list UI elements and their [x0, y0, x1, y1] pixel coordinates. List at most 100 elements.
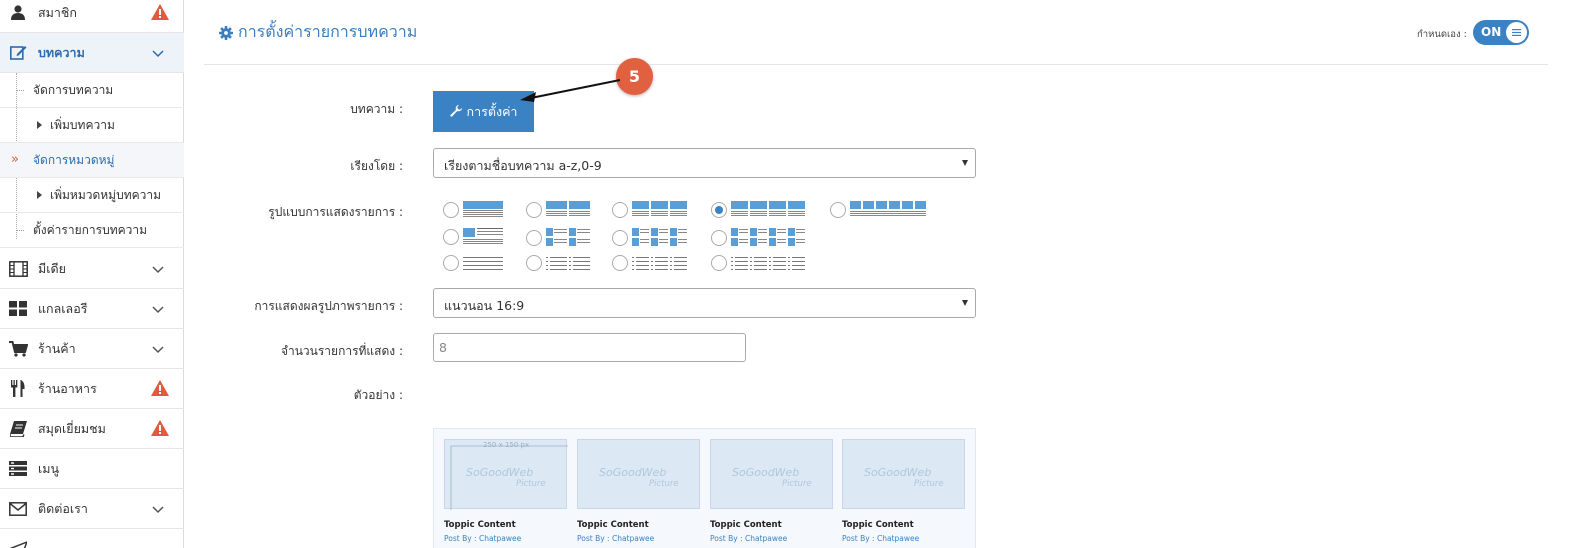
- sort-select-value: เรียงตามชื่อบทความ a-z,0-9: [444, 158, 602, 173]
- layout-option-text-list-2[interactable]: [526, 255, 590, 271]
- sidebar-item-label: ติดต่อเรา: [38, 500, 88, 516]
- page-title-text: การตั้งค่ารายการบทความ: [238, 22, 418, 41]
- step-badge: 5: [616, 58, 653, 95]
- warning-icon: [151, 380, 169, 396]
- preview-card-title: Toppic Content: [710, 520, 782, 530]
- edit-icon: [8, 43, 28, 63]
- sidebar-item-contact[interactable]: ติดต่อเรา: [0, 489, 184, 529]
- layout-text-list-3-icon: [632, 256, 687, 270]
- layout-option-grid-4-thumb[interactable]: [711, 228, 805, 247]
- sidebar-item-label: บทความ: [38, 44, 85, 60]
- layout-option-text-list-4[interactable]: [711, 255, 805, 271]
- layout-grid-4-icon: [731, 201, 805, 216]
- watermark-sub: Picture: [516, 479, 546, 489]
- image-display-select[interactable]: แนวนอน 16:9: [433, 288, 976, 318]
- layout-option-text-list[interactable]: [443, 255, 503, 271]
- preview-panel: 250 x 150 px SoGoodWeb Picture Toppic Co…: [433, 428, 976, 548]
- layout-radio-selected: [711, 201, 727, 218]
- preview-label: ตัวอย่าง :: [353, 388, 403, 402]
- sort-label: เรียงโดย :: [350, 159, 403, 173]
- layout-option-grid-2[interactable]: [526, 201, 590, 218]
- sidebar-item-media[interactable]: มีเดีย: [0, 249, 184, 289]
- sidebar-item-menu[interactable]: เมนู: [0, 449, 184, 489]
- layout-option-grid-2-thumb[interactable]: [526, 228, 590, 247]
- sidebar-item-restaurant[interactable]: ร้านอาหาร: [0, 369, 184, 409]
- watermark-sub: Picture: [914, 479, 944, 489]
- toggle-knob: [1506, 22, 1527, 43]
- watermark: SoGoodWeb: [732, 466, 800, 479]
- layout-grid-2-icon: [546, 201, 590, 216]
- preview-card-title: Toppic Content: [444, 520, 516, 530]
- utensils-icon: [8, 379, 28, 399]
- watermark-sub: Picture: [649, 479, 679, 489]
- layout-option-text-list-3[interactable]: [612, 255, 688, 271]
- preview-thumbnail: SoGoodWeb Picture: [710, 439, 833, 509]
- sidebar-sub-label: เพิ่มหมวดหมู่บทความ: [50, 187, 162, 202]
- settings-button-label: การตั้งค่า: [466, 104, 518, 119]
- preview-card-title: Toppic Content: [577, 520, 649, 530]
- sidebar-sub-manage-articles[interactable]: จัดการบทความ: [0, 73, 184, 108]
- layout-grid-2-thumb-icon: [546, 228, 590, 246]
- layout-option-grid-3-thumb[interactable]: [612, 228, 688, 247]
- preview-thumbnail: SoGoodWeb Picture: [842, 439, 965, 509]
- preview-card-author: Post By : Chatpawee: [444, 534, 522, 543]
- chevron-down-icon: [152, 343, 164, 354]
- warning-icon: [151, 4, 169, 20]
- film-icon: [8, 259, 28, 279]
- header-divider: [204, 64, 1548, 65]
- caret-right-icon: [37, 191, 42, 199]
- dropdown-arrow-icon: [962, 300, 968, 306]
- preview-card-author: Post By : Chatpawee: [710, 534, 788, 543]
- sidebar-item-label: ร้านค้า: [38, 340, 76, 356]
- chevron-down-icon: [152, 263, 164, 274]
- layout-label: รูปแบบการแสดงรายการ :: [268, 205, 403, 219]
- settings-button[interactable]: การตั้งค่า: [433, 91, 534, 132]
- layout-list-icon: [463, 201, 503, 217]
- sidebar-item-label: สมาชิก: [38, 4, 77, 20]
- item-count-input[interactable]: [433, 333, 746, 362]
- layout-grid-3-icon: [632, 201, 687, 216]
- sidebar-sub-label: ตั้งค่ารายการบทความ: [33, 222, 148, 237]
- sidebar-item-label: ร้านอาหาร: [38, 380, 97, 396]
- chevron-down-icon: [152, 503, 164, 514]
- sidebar-sub-add-category[interactable]: เพิ่มหมวดหมู่บทความ: [0, 178, 184, 213]
- sidebar-sub-add-article[interactable]: เพิ่มบทความ: [0, 108, 184, 143]
- preview-card: SoGoodWeb Picture Toppic Content Post By…: [710, 439, 833, 543]
- layout-option-list-thumb[interactable]: [443, 228, 503, 245]
- sidebar-item-label: สมุดเยี่ยมชม: [38, 420, 106, 436]
- sidebar-item-members[interactable]: สมาชิก: [0, 0, 184, 33]
- wrench-icon: [449, 105, 462, 117]
- dropdown-arrow-icon: [962, 160, 968, 166]
- sidebar-item-shop[interactable]: ร้านค้า: [0, 329, 184, 369]
- sidebar-sub-list-settings[interactable]: ตั้งค่ารายการบทความ: [0, 213, 184, 248]
- thumbnail-size: 250 x 150 px: [483, 441, 530, 449]
- layout-option-grid-3[interactable]: [612, 201, 688, 218]
- layout-text-list-4-icon: [731, 256, 805, 270]
- watermark: SoGoodWeb: [599, 466, 667, 479]
- sidebar-item-more[interactable]: [0, 529, 184, 548]
- preview-card-author: Post By : Chatpawee: [577, 534, 655, 543]
- sort-select[interactable]: เรียงตามชื่อบทความ a-z,0-9: [433, 148, 976, 178]
- preview-card: SoGoodWeb Picture Toppic Content Post By…: [842, 439, 965, 543]
- sidebar-sub-manage-categories[interactable]: » จัดการหมวดหมู่: [0, 143, 184, 178]
- layout-option-grid-4[interactable]: [711, 201, 805, 218]
- sidebar-item-label: เมนู: [38, 460, 60, 476]
- preview-card: SoGoodWeb Picture Toppic Content Post By…: [577, 439, 700, 543]
- caret-right-icon: [37, 121, 42, 129]
- sidebar-item-gallery[interactable]: แกลเลอรี: [0, 289, 184, 329]
- layout-option-grid-6[interactable]: [830, 201, 927, 218]
- layout-list-thumb-icon: [463, 228, 503, 244]
- envelope-icon: [8, 499, 28, 519]
- sidebar-item-guestbook[interactable]: สมุดเยี่ยมชม: [0, 409, 184, 449]
- preview-card-author: Post By : Chatpawee: [842, 534, 920, 543]
- annotation-arrow: [520, 79, 621, 102]
- custom-mode-toggle[interactable]: ON: [1473, 20, 1529, 45]
- grid-icon: [8, 299, 28, 319]
- sidebar-item-articles[interactable]: บทความ: [0, 33, 184, 73]
- chevron-down-icon: [152, 303, 164, 314]
- sidebar-sub-label: จัดการหมวดหมู่: [33, 152, 115, 167]
- sidebar-sub-label: จัดการบทความ: [33, 82, 114, 97]
- book-icon: [8, 419, 28, 439]
- double-chevron-right-icon: »: [11, 152, 19, 167]
- layout-option-list[interactable]: [443, 201, 503, 218]
